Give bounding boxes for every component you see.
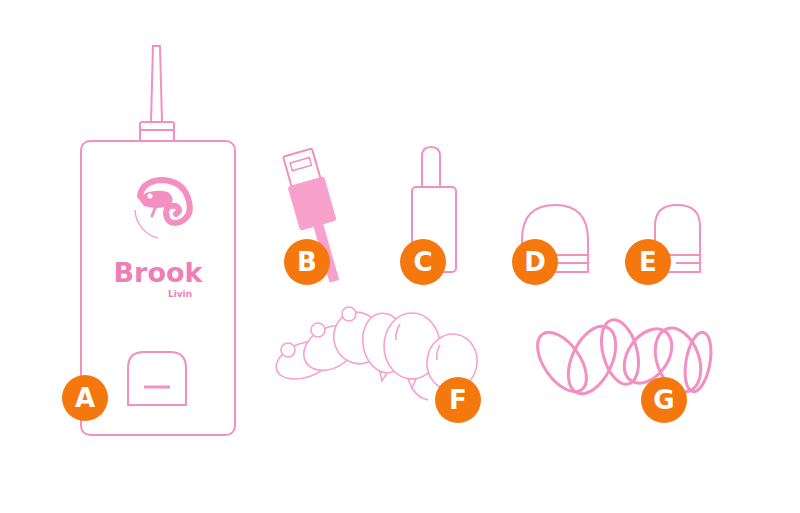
brand-name: Brook bbox=[82, 258, 234, 288]
rubber-bands bbox=[528, 316, 715, 401]
callout-circle: F bbox=[435, 377, 481, 423]
usb-plug bbox=[279, 147, 352, 286]
callout-letter: F bbox=[449, 387, 467, 413]
callout-circle: D bbox=[512, 239, 558, 285]
callout-letter: G bbox=[653, 387, 674, 413]
callout-circle: E bbox=[625, 239, 671, 285]
callout-letter: E bbox=[639, 249, 657, 275]
callout-letter: A bbox=[75, 385, 95, 411]
callout-letter: D bbox=[524, 249, 546, 275]
callout-circle: C bbox=[400, 239, 446, 285]
chameleon-logo bbox=[135, 180, 190, 238]
device-cable bbox=[140, 46, 174, 141]
callout-letter: C bbox=[413, 249, 432, 275]
callout-letter: B bbox=[297, 249, 317, 275]
brand-subtitle: Livin bbox=[82, 290, 234, 300]
device-button bbox=[128, 352, 186, 405]
callout-circle: A bbox=[62, 375, 108, 421]
callout-circle: G bbox=[641, 377, 687, 423]
callout-circle: B bbox=[284, 239, 330, 285]
